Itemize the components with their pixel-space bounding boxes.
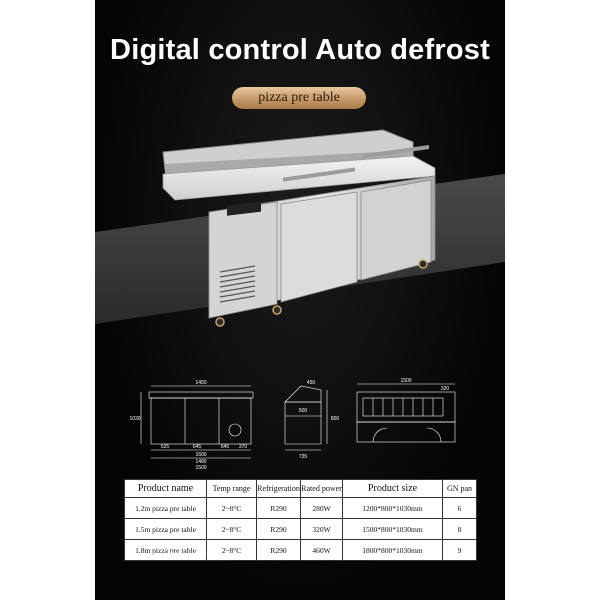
dim-front-sub-3: 645 [221,444,230,450]
pizza-table-illustration [95,129,505,327]
headline: Digital control Auto defrost [110,34,490,66]
product-banner: Digital control Auto defrost pizza pre t… [95,0,505,600]
dim-side-bottom: 735 [299,454,308,460]
cell-rated-power: 460W [300,539,343,561]
caster-wheel [418,259,428,269]
front-view [150,397,252,445]
dim-side-mid: 500 [299,408,308,414]
cell-refrigeration: R290 [256,539,301,561]
compressor-panel [208,201,278,319]
dim-side-depth: 800 [331,416,340,422]
cell-rated-power: 320W [300,518,343,540]
col-temp-range: Temp range [206,479,257,498]
dim-front-lower-2: 1480 [195,459,206,465]
dim-front-top: 1450 [195,380,206,386]
col-rated-power: Rated power [300,479,343,498]
caster-wheel [215,317,225,327]
cell-temp-range: 2~8°C [206,497,257,519]
cell-product-size: 1200*800*1030mm [342,497,443,519]
cell-product-name: 1.2m pizza pre table [124,497,207,519]
cell-temp-range: 2~8°C [206,539,257,561]
table-row: 1.2m pizza pre table 2~8°C R290 280W 120… [124,497,477,519]
col-refrigeration: Refrigeration [256,479,301,498]
door-left [280,191,358,303]
cell-product-size: 1500*800*1030mm [342,518,443,540]
dim-front-sub-2: 645 [193,444,202,450]
dim-side-top: 450 [307,380,316,386]
cell-product-size: 1800*800*1030mm [342,539,443,561]
caster-wheel [272,305,282,315]
dim-front-height: 1030 [129,416,140,422]
table-row: 1.5m pizza pre table 2~8°C R290 320W 150… [124,518,477,540]
cell-product-name: 1.5m pizza pre table [124,518,207,540]
cell-rated-power: 280W [300,497,343,519]
vent-grille [219,265,256,303]
dim-front-sub-1: 525 [161,444,170,450]
technical-drawings: 1450 525 645 645 370 1600 1480 1500 1030… [129,378,456,470]
cell-temp-range: 2~8°C [206,518,257,540]
top-view [356,391,456,423]
gn-pan-size-note: GN pan size: 325*176*100mm [127,553,209,559]
door-right [360,179,432,281]
table-header-row: Product name Temp range Refrigeration Ra… [124,479,477,498]
dim-front-width: 1500 [195,465,206,470]
cell-gn-pan: 6 [442,497,477,519]
cell-refrigeration: R290 [256,518,301,540]
cell-refrigeration: R290 [256,497,301,519]
product-type-badge: pizza pre table [232,87,366,109]
cell-gn-pan: 9 [442,539,477,561]
dim-top-width: 1500 [400,378,411,384]
table-row: 1.8m pizza pre table 2~8°C R290 460W 180… [124,539,477,561]
col-gn-pan: GN pan [442,479,477,498]
col-product-name: Product name [124,479,207,498]
col-product-size: Product size [342,479,443,498]
digital-control-panel [227,201,261,216]
dim-top-sub: 320 [441,386,450,392]
dim-front-lower-1: 1600 [195,452,206,458]
spec-table: Product name Temp range Refrigeration Ra… [124,479,477,561]
cell-gn-pan: 8 [442,518,477,540]
dim-front-sub-4: 370 [239,444,248,450]
